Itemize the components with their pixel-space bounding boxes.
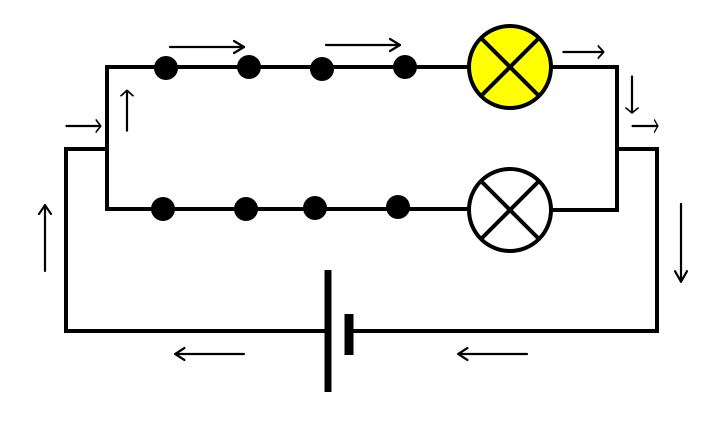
bottom-junction-node: [151, 197, 175, 221]
arrow-right-icon: [168, 39, 246, 55]
circuit-wires: [64, 65, 659, 333]
arrow-down-icon: [673, 202, 689, 283]
current-direction-arrows: [37, 37, 689, 362]
top-junction-node: [310, 57, 334, 81]
arrow-right-icon: [561, 44, 605, 60]
top-junction-node: [393, 55, 417, 79]
arrow-right-icon: [324, 37, 402, 53]
bottom-junction-node: [303, 196, 327, 220]
arrow-right-icon: [64, 118, 102, 134]
arrow-left-icon: [457, 346, 529, 362]
bottom-junction-node: [386, 195, 410, 219]
top-junction-node: [154, 56, 178, 80]
junction-nodes: [151, 55, 417, 221]
battery-cell-icon: [324, 270, 354, 392]
bottom-junction-node: [234, 197, 258, 221]
arrow-down-icon: [624, 74, 640, 115]
arrow-right-icon: [630, 118, 660, 134]
arrow-up-icon: [119, 89, 135, 133]
top-junction-node: [237, 55, 261, 79]
arrow-up-icon: [37, 204, 53, 273]
lit-bulb: [467, 24, 553, 110]
arrow-left-icon: [174, 346, 246, 362]
right-outer-wire: [347, 147, 659, 333]
unlit-bulb: [467, 167, 553, 253]
left-outer-wire: [64, 147, 327, 333]
